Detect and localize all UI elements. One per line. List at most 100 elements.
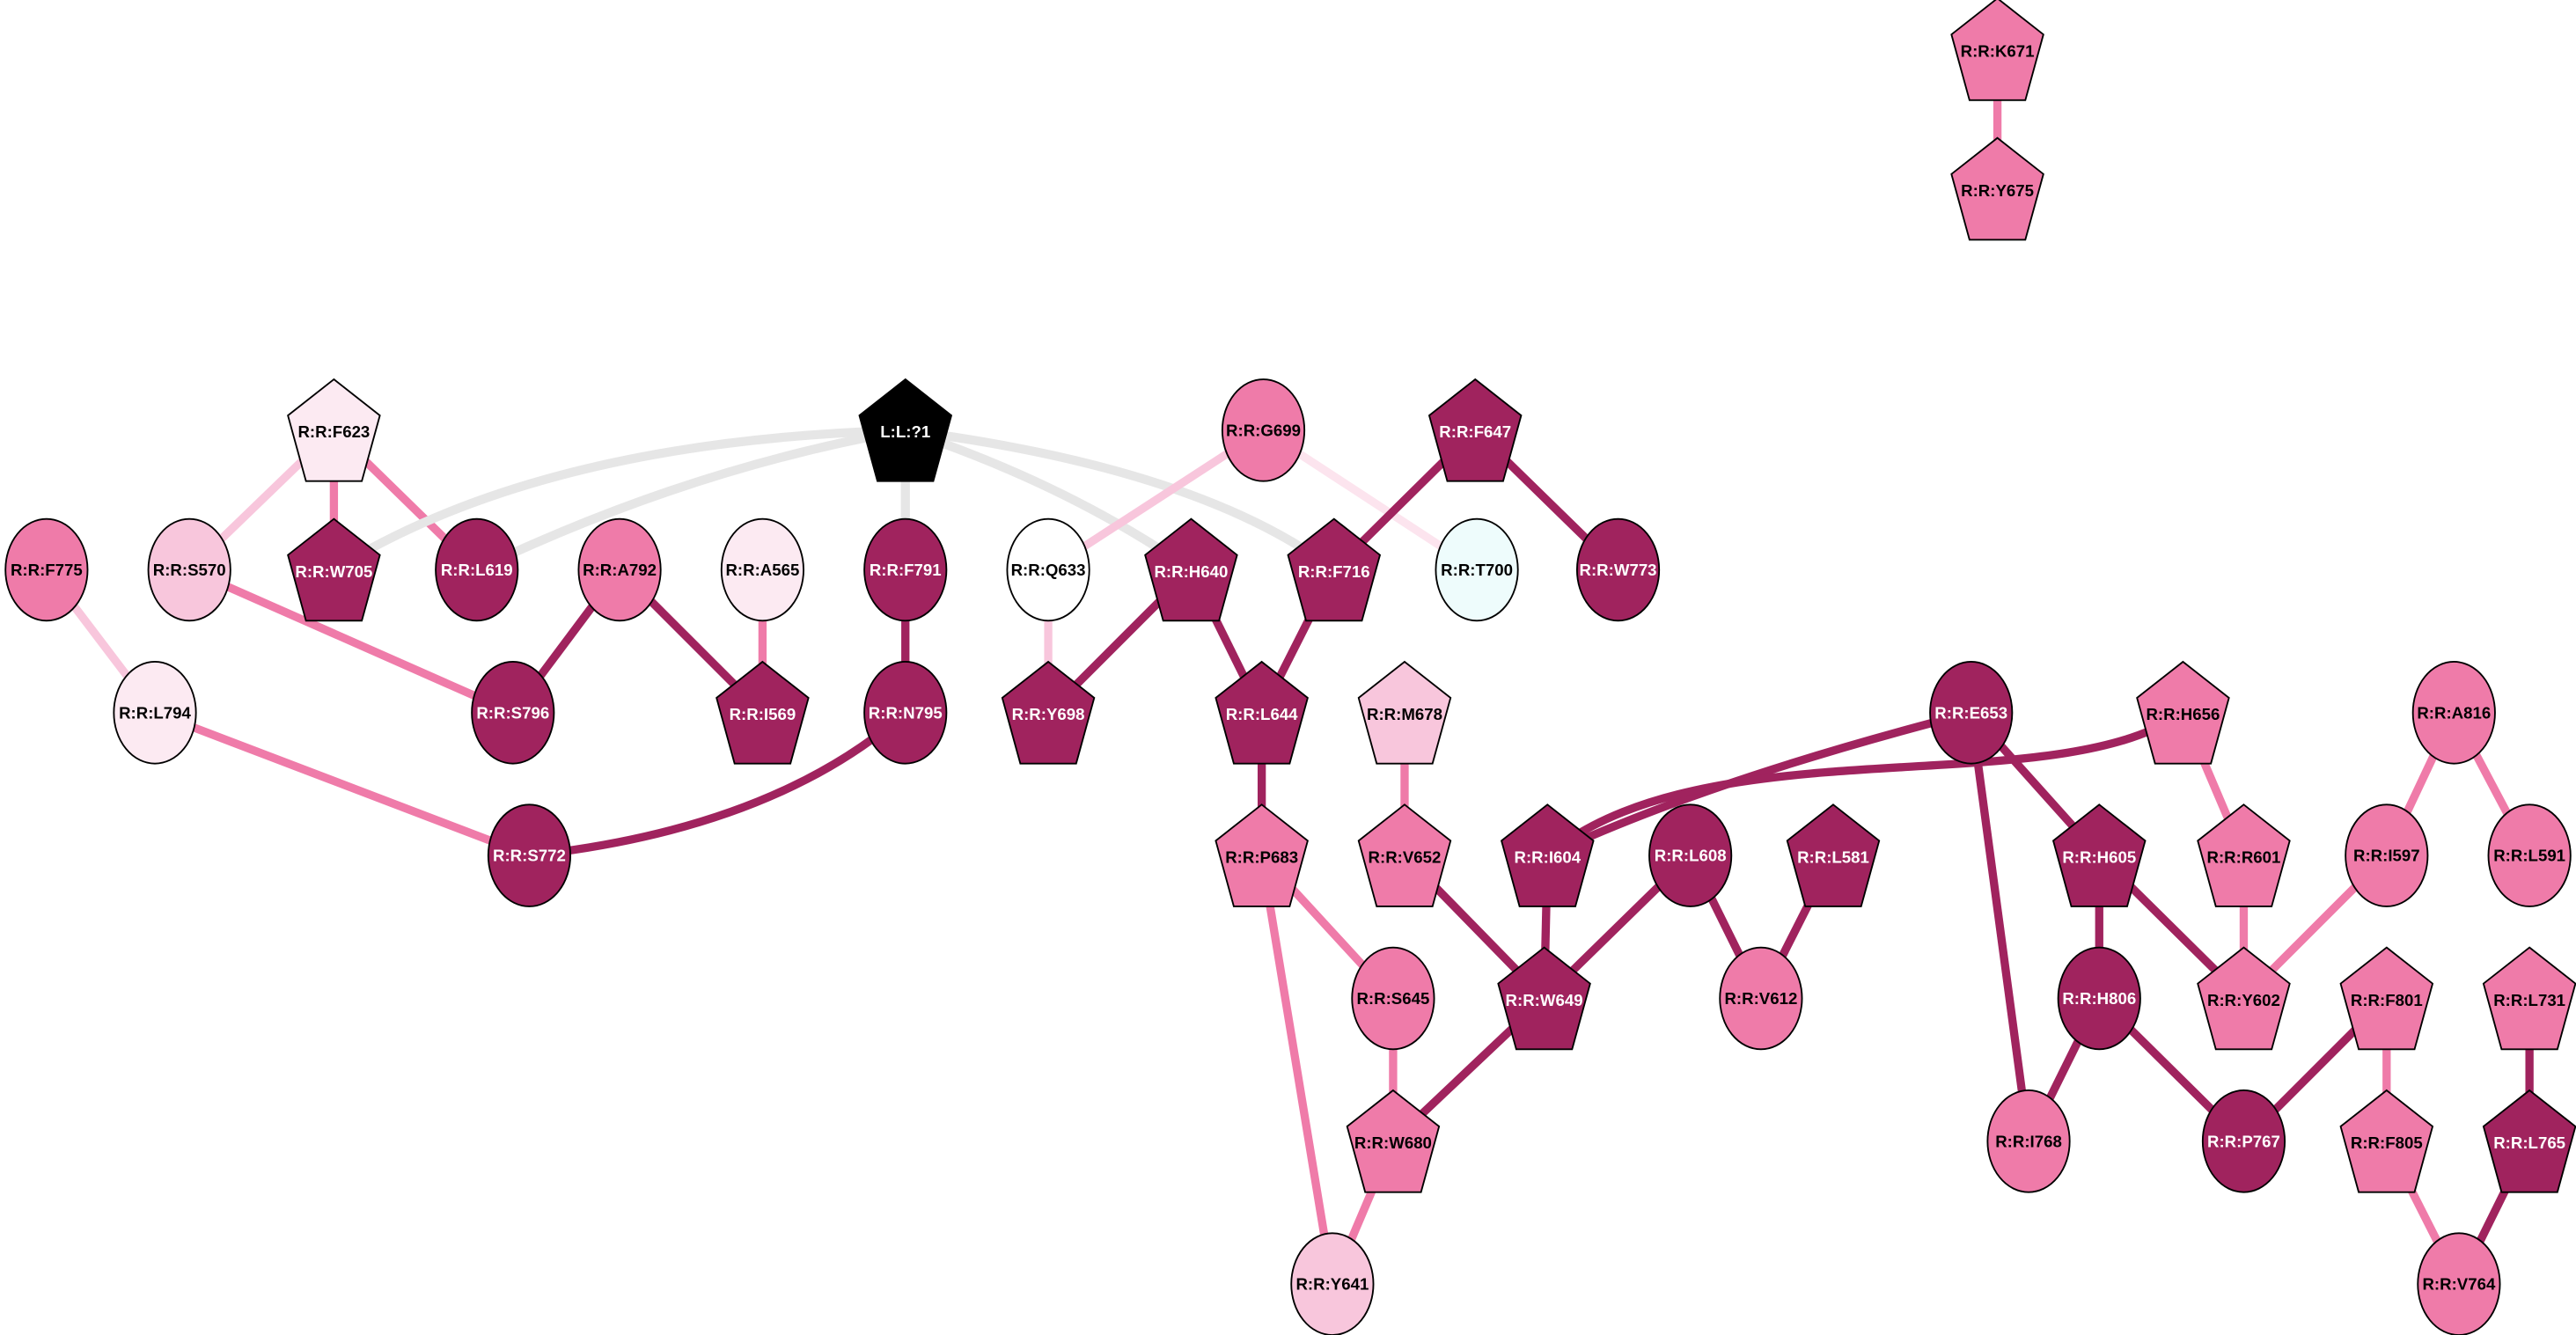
node-s772[interactable]: R:R:S772 [487,803,572,907]
circle-node-shape [471,661,555,765]
node-label: R:R:L608 [1655,847,1727,865]
node-label: R:R:S772 [493,847,566,865]
pentagon-node-shape [1497,946,1591,1051]
node-label: R:R:H656 [2146,705,2220,723]
node-s796[interactable]: R:R:S796 [471,661,555,765]
node-w773[interactable]: R:R:W773 [1575,517,1661,622]
pentagon-node-shape [1001,660,1096,765]
node-v652[interactable]: R:R:V652 [1357,803,1452,907]
node-label: R:R:H806 [2062,989,2136,1008]
pentagon-node-shape [1786,803,1881,907]
edge-l1-w705 [331,425,906,574]
node-label: R:R:P767 [2207,1132,2280,1150]
circle-node-shape [2345,803,2429,907]
node-label: R:R:T700 [1441,561,1513,579]
node-y675[interactable]: R:R:Y675 [1950,136,2044,241]
node-m678[interactable]: R:R:M678 [1357,660,1452,765]
pentagon-node-shape [716,660,810,765]
node-label: R:R:L644 [1226,705,1298,723]
node-v764[interactable]: R:R:V764 [2417,1232,2501,1335]
node-y602[interactable]: R:R:Y602 [2197,946,2291,1051]
node-a565[interactable]: R:R:A565 [720,517,804,622]
circle-node-shape [1719,946,1803,1051]
node-s645[interactable]: R:R:S645 [1351,946,1435,1051]
node-p767[interactable]: R:R:P767 [2201,1089,2286,1193]
node-n795[interactable]: R:R:N795 [863,661,948,765]
node-p683[interactable]: R:R:P683 [1215,803,1309,907]
node-h656[interactable]: R:R:H656 [2136,660,2230,765]
node-l765[interactable]: R:R:L765 [2482,1089,2576,1193]
node-i597[interactable]: R:R:I597 [2345,803,2429,907]
node-k671[interactable]: R:R:K671 [1950,0,2044,101]
node-q633[interactable]: R:R:Q633 [1006,517,1090,622]
node-f623[interactable]: R:R:F623 [287,378,381,482]
node-h640[interactable]: R:R:H640 [1144,517,1238,622]
node-label: R:R:A816 [2417,703,2491,722]
node-label: R:R:L581 [1797,848,1869,867]
circle-node-shape [577,517,662,622]
node-f801[interactable]: R:R:F801 [2339,946,2434,1051]
node-g699[interactable]: R:R:G699 [1221,378,1306,482]
circle-node-shape [1648,803,1733,907]
circle-node-shape [863,661,948,765]
node-e653[interactable]: R:R:E653 [1929,661,2014,765]
node-f791[interactable]: R:R:F791 [863,517,948,622]
circle-node-shape [147,517,231,622]
node-label: R:R:G699 [1226,421,1301,439]
node-f805[interactable]: R:R:F805 [2339,1089,2434,1193]
pentagon-node-shape [2482,946,2576,1051]
node-label: L:L:?1 [880,422,930,441]
node-label: R:R:F623 [297,422,370,441]
node-i604[interactable]: R:R:I604 [1501,803,1595,907]
node-label: R:R:W649 [1506,991,1583,1009]
node-f775[interactable]: R:R:F775 [4,517,89,622]
node-l591[interactable]: R:R:L591 [2487,803,2572,907]
edge-l1-l619 [474,425,906,575]
node-l794[interactable]: R:R:L794 [113,661,197,765]
pentagon-node-shape [2197,946,2291,1051]
circle-node-shape [487,803,572,907]
node-label: R:R:S645 [1356,989,1429,1008]
node-s570[interactable]: R:R:S570 [147,517,231,622]
node-label: R:R:H605 [2062,848,2136,867]
node-r601[interactable]: R:R:R601 [2197,803,2291,907]
node-a816[interactable]: R:R:A816 [2411,661,2496,765]
node-a792[interactable]: R:R:A792 [577,517,662,622]
node-i569[interactable]: R:R:I569 [716,660,810,765]
node-w680[interactable]: R:R:W680 [1346,1089,1441,1193]
node-f716[interactable]: R:R:F716 [1287,517,1382,622]
node-w705[interactable]: R:R:W705 [287,517,381,622]
node-l731[interactable]: R:R:L731 [2482,946,2576,1051]
node-y698[interactable]: R:R:Y698 [1001,660,1096,765]
node-l581[interactable]: R:R:L581 [1786,803,1881,907]
node-l1[interactable]: L:L:?1 [858,378,953,482]
node-y641[interactable]: R:R:Y641 [1290,1232,1375,1335]
node-label: R:R:Y698 [1012,705,1085,723]
node-label: R:R:F805 [2351,1133,2423,1152]
node-l619[interactable]: R:R:L619 [435,517,519,622]
pentagon-node-shape [287,378,381,482]
node-label: R:R:E653 [1934,703,2007,722]
node-f647[interactable]: R:R:F647 [1427,378,1523,482]
node-t700[interactable]: R:R:T700 [1435,517,1519,622]
circle-node-shape [1006,517,1090,622]
edge-s570-s796 [187,566,515,717]
node-label: R:R:I569 [730,705,796,723]
node-h605[interactable]: R:R:H605 [2051,803,2147,907]
node-i768[interactable]: R:R:I768 [1986,1089,2071,1193]
circle-node-shape [1929,661,2014,765]
node-h806[interactable]: R:R:H806 [2057,946,2141,1051]
node-label: R:R:V764 [2422,1275,2496,1294]
node-l644[interactable]: R:R:L644 [1215,660,1309,765]
node-label: R:R:L731 [2493,991,2565,1009]
node-w649[interactable]: R:R:W649 [1497,946,1591,1051]
circle-node-shape [1221,378,1306,482]
edge-n795-s772 [528,709,908,860]
edge-e653-i604 [1545,708,1972,860]
pentagon-node-shape [1950,136,2044,241]
node-v612[interactable]: R:R:V612 [1719,946,1803,1051]
node-l608[interactable]: R:R:L608 [1648,803,1733,907]
node-label: R:R:Y675 [1961,181,2034,200]
